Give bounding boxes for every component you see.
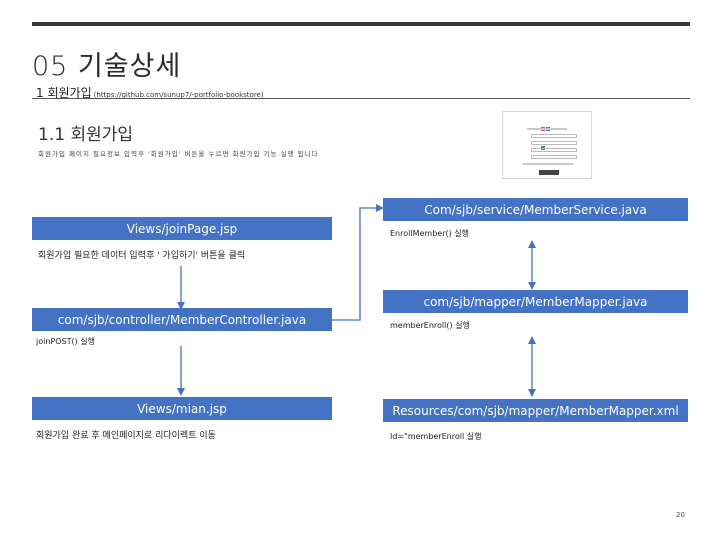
member-mapper-note: memberEnroll() 실행: [390, 320, 470, 331]
join-page-box: Views/joinPage.jsp: [32, 217, 332, 240]
member-controller-note: joinPOST() 실행: [36, 336, 95, 347]
member-mapper-box: com/sjb/mapper/MemberMapper.java: [383, 290, 688, 313]
page-number: 20: [676, 511, 685, 519]
join-page-note: 회원가입 필요한 데이터 입력후 ' 가입하기' 버튼을 클릭: [38, 248, 245, 261]
main-page-note: 회원가입 완료 후 메인페이지로 리다이렉트 이동: [36, 428, 216, 441]
main-page-box: Views/mian.jsp: [32, 397, 332, 420]
member-service-box: Com/sjb/service/MemberService.java: [383, 198, 688, 221]
arrow-controller-to-service: [332, 208, 380, 320]
mapper-xml-note: Id="memberEnroll 실행: [390, 431, 481, 442]
member-controller-box: com/sjb/controller/MemberController.java: [32, 308, 332, 331]
member-service-note: EnrollMember() 실행: [390, 228, 469, 239]
mapper-xml-box: Resources/com/sjb/mapper/MemberMapper.xm…: [383, 399, 688, 422]
